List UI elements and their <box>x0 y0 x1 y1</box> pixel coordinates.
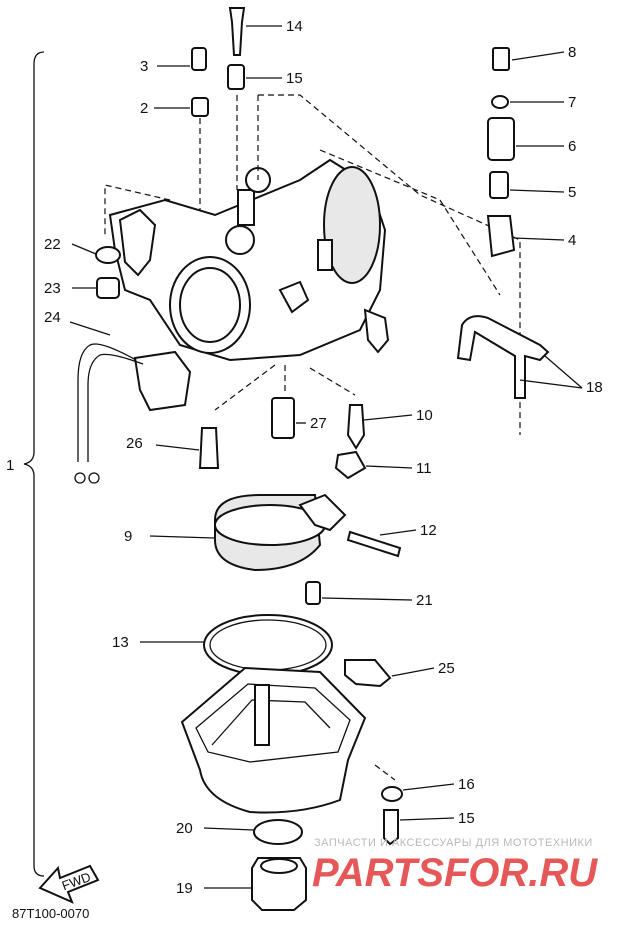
watermark-line1: ЗАПЧАСТИ И АКСЕССУАРЫ ДЛЯ МОТОТЕХНИКИ <box>314 837 593 849</box>
part-18 <box>456 315 550 399</box>
callout-9: 9 <box>124 528 132 545</box>
part-16 <box>383 809 399 846</box>
callout-19: 19 <box>176 880 193 897</box>
part-4 <box>486 215 516 258</box>
part-24 <box>74 343 192 484</box>
float-bowl <box>180 666 367 814</box>
callout-17: 16 <box>458 776 475 793</box>
callout-27: 27 <box>310 415 327 432</box>
part-10 <box>346 404 366 450</box>
part-12 <box>346 530 402 558</box>
carburetor-body <box>108 158 390 362</box>
part-7 <box>491 95 509 109</box>
part-5 <box>489 171 509 199</box>
part-25 <box>344 659 392 688</box>
part-2 <box>191 97 209 117</box>
callout-3: 3 <box>140 58 148 75</box>
part-13 <box>203 614 333 676</box>
part-6 <box>487 117 515 161</box>
part-14 <box>228 7 246 56</box>
callout-26: 26 <box>126 435 143 452</box>
part-20 <box>253 819 303 845</box>
callout-6: 6 <box>568 138 576 155</box>
part-21 <box>305 581 321 605</box>
callout-18: 18 <box>586 379 603 396</box>
callout-21: 21 <box>416 592 433 609</box>
assembly-bracket <box>23 51 45 877</box>
callout-4: 4 <box>568 232 576 249</box>
callout-14: 14 <box>286 18 303 35</box>
callout-8: 8 <box>568 44 576 61</box>
part-15 <box>227 64 245 90</box>
callout-22: 22 <box>44 236 61 253</box>
callout-23: 23 <box>44 280 61 297</box>
diagram-code: 87T100-0070 <box>12 906 89 921</box>
part-27 <box>271 397 295 439</box>
watermark: ЗАПЧАСТИ И АКСЕССУАРЫ ДЛЯ МОТОТЕХНИКИ PA… <box>312 837 598 895</box>
part-11 <box>334 450 367 480</box>
callout-20: 20 <box>176 820 193 837</box>
callout-10: 10 <box>416 407 433 424</box>
callout-25: 25 <box>438 660 455 677</box>
fwd-arrow-icon: FWD <box>38 864 100 904</box>
callout-11: 11 <box>416 460 432 477</box>
callout-5: 5 <box>568 184 576 201</box>
part-17 <box>381 786 403 802</box>
part-3 <box>191 47 207 71</box>
callout-12: 12 <box>420 522 437 539</box>
watermark-line2: PARTSFOR.RU <box>312 851 598 895</box>
callout-7: 7 <box>568 94 576 111</box>
callout-13: 13 <box>112 634 129 651</box>
part-23 <box>96 277 120 299</box>
part-8 <box>492 47 510 71</box>
part-22 <box>95 246 121 264</box>
callout-15: 15 <box>286 70 303 87</box>
part-26 <box>198 427 220 469</box>
part-19 <box>251 857 307 911</box>
callout-1: 1 <box>6 457 14 474</box>
callout-16: 15 <box>458 810 475 827</box>
part-9 <box>214 493 347 572</box>
callout-24: 24 <box>44 309 61 326</box>
callout-2: 2 <box>140 100 148 117</box>
